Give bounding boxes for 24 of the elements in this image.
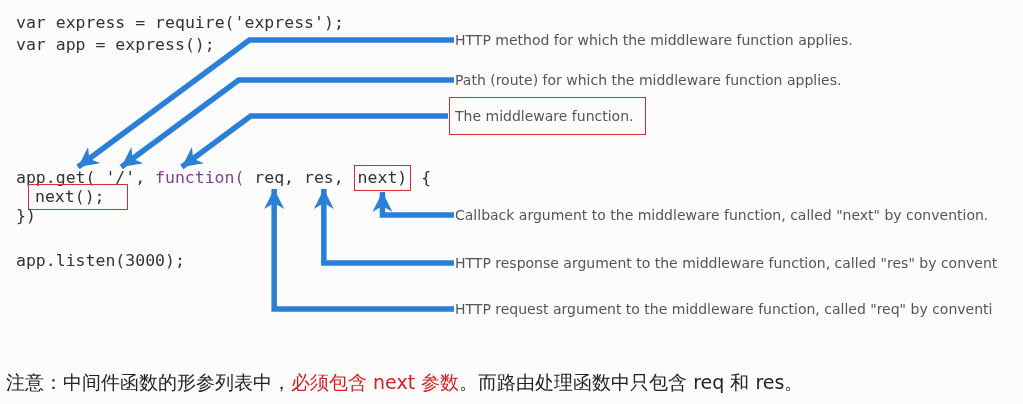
code-token: function( — [155, 168, 245, 188]
code-token: res, — [303, 168, 344, 188]
annotation-text: Callback argument to the middleware function, called "next" by convention. — [455, 206, 989, 224]
note-text: 注意：中间件函数的形参列表中， — [6, 370, 291, 395]
annotation-text: HTTP method for which the middleware function applies. — [455, 31, 853, 49]
code-line: { — [421, 168, 432, 188]
leader-arrow — [372, 192, 454, 218]
code-token: req, — [254, 168, 295, 188]
note-text: 必须包含 next 参数 — [291, 370, 460, 395]
code-line: var express = require('express'); — [16, 13, 344, 33]
note-text: 。而路由处理函数中只包含 req 和 res。 — [459, 370, 804, 395]
leader-arrow — [180, 113, 448, 170]
leader-arrow — [119, 77, 454, 170]
code-line: var app = express(); — [16, 35, 215, 55]
annotation-text: Path (route) for which the middleware function applies. — [455, 71, 842, 89]
code-line: app.listen(3000); — [16, 251, 185, 271]
annotation-text: HTTP response argument to the middleware function, called "res" by convent — [455, 254, 998, 272]
leader-arrow — [313, 189, 454, 266]
annotation-box: The middleware function. — [449, 97, 647, 135]
leader-arrow — [264, 189, 454, 312]
annotation-text: HTTP request argument to the middleware function, called "req" by conventi — [455, 300, 993, 318]
leader-arrow — [76, 37, 454, 170]
highlight-box: next) — [353, 165, 412, 191]
highlight-box: next(); — [28, 184, 128, 210]
